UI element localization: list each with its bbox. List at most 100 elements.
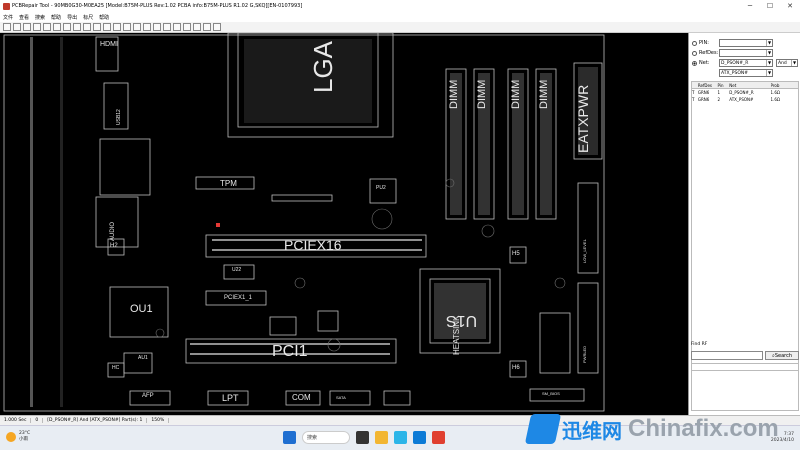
window-title: PCBRepair Tool - 90MB0G30-M0EA25 [Model:… bbox=[12, 3, 303, 9]
pin-combo[interactable]: ▼ bbox=[719, 39, 773, 47]
pin-icon[interactable] bbox=[193, 23, 201, 31]
option-pin[interactable]: PIN: bbox=[692, 39, 709, 47]
store-icon[interactable] bbox=[413, 431, 426, 444]
net2-combo[interactable]: ATX_PSON#▼ bbox=[719, 69, 773, 77]
part-icon[interactable] bbox=[183, 23, 191, 31]
net-combo[interactable]: D_PSON#_R▼ bbox=[719, 59, 773, 67]
forward-icon[interactable] bbox=[43, 23, 51, 31]
u1s-label: U1S bbox=[446, 312, 478, 329]
hand-icon[interactable] bbox=[113, 23, 121, 31]
start-icon[interactable] bbox=[283, 431, 296, 444]
find-label: Find RF bbox=[691, 342, 708, 347]
settings-icon[interactable] bbox=[213, 23, 221, 31]
chevron-down-icon: ▼ bbox=[791, 60, 797, 66]
option-refdes[interactable]: RefDes: bbox=[692, 49, 718, 57]
grid-icon[interactable] bbox=[203, 23, 211, 31]
dimm1-label: DIMM bbox=[448, 79, 460, 109]
flip-icon[interactable] bbox=[63, 23, 71, 31]
h5-label: H5 bbox=[512, 251, 520, 257]
zoom-in-icon[interactable] bbox=[83, 23, 91, 31]
hdmi-port bbox=[95, 36, 119, 72]
layer-top-icon[interactable] bbox=[143, 23, 151, 31]
audio-jack bbox=[95, 196, 139, 248]
cell: T bbox=[692, 97, 695, 102]
menu-help[interactable]: 帮助 bbox=[51, 14, 62, 21]
measure-icon[interactable] bbox=[133, 23, 141, 31]
weather-desc: 小雨 bbox=[19, 437, 28, 442]
menu-file[interactable]: 文件 bbox=[3, 14, 14, 21]
pin-radio[interactable] bbox=[692, 40, 697, 46]
layer-bottom-icon[interactable] bbox=[153, 23, 161, 31]
option-net[interactable]: Net: bbox=[692, 59, 709, 67]
search-button[interactable]: ⌕ Search bbox=[765, 351, 799, 360]
open-icon[interactable] bbox=[3, 23, 11, 31]
board-drawing bbox=[3, 33, 605, 412]
search-button-label: Search bbox=[774, 352, 792, 359]
sata-label: SATA bbox=[336, 395, 346, 400]
status-zero: 0 bbox=[31, 418, 44, 423]
h6-label: H6 bbox=[512, 365, 520, 371]
close-button[interactable]: ✕ bbox=[787, 2, 793, 10]
table-row[interactable]: T GRN6 1 D_PSON#_R 1.6Ω bbox=[692, 89, 798, 96]
menu-view[interactable]: 查看 bbox=[19, 14, 30, 21]
net-icon[interactable] bbox=[173, 23, 181, 31]
folder-icon[interactable] bbox=[375, 431, 388, 444]
find-input[interactable] bbox=[691, 351, 763, 360]
col-net[interactable]: Net bbox=[729, 82, 737, 88]
cell: T bbox=[692, 90, 695, 95]
status-scale: 1.000 Sec bbox=[0, 418, 32, 423]
col-pin[interactable]: Pin bbox=[717, 82, 724, 88]
rotate-icon[interactable] bbox=[73, 23, 81, 31]
refdes-combo[interactable]: ▼ bbox=[719, 49, 773, 57]
cell: 1.6Ω bbox=[770, 90, 780, 95]
select-icon[interactable] bbox=[123, 23, 131, 31]
pcbrepair-icon[interactable] bbox=[432, 431, 445, 444]
taskbar-apps: 搜索 bbox=[280, 431, 448, 444]
refresh-icon[interactable] bbox=[53, 23, 61, 31]
menu-search[interactable]: 搜索 bbox=[35, 14, 46, 21]
dimm-slot-1 bbox=[445, 68, 467, 220]
highlight-icon[interactable] bbox=[163, 23, 171, 31]
app-icon bbox=[3, 2, 10, 10]
find-results[interactable] bbox=[691, 363, 799, 411]
menu-export[interactable]: 导出 bbox=[67, 14, 78, 21]
menu-ruler[interactable]: 标尺 bbox=[83, 14, 94, 21]
hc-label: HC bbox=[112, 365, 120, 371]
board-canvas[interactable]: LGA DIMM DIMM DIMM DIMM EATXPWR HDMI USB… bbox=[0, 33, 688, 415]
and-combo[interactable]: And▼ bbox=[776, 59, 798, 67]
minimize-button[interactable]: ─ bbox=[747, 2, 753, 10]
eatxpwr-label: EATXPWR bbox=[575, 84, 591, 153]
zoom-out-icon[interactable] bbox=[93, 23, 101, 31]
maximize-button[interactable]: ☐ bbox=[766, 2, 774, 10]
zoom-fit-icon[interactable] bbox=[103, 23, 111, 31]
watermark-cn: 迅维网 bbox=[562, 418, 622, 443]
task-view-icon[interactable] bbox=[356, 431, 369, 444]
dimm-slot-4 bbox=[535, 68, 557, 220]
net-radio[interactable] bbox=[692, 60, 697, 66]
col-prob[interactable]: Prob bbox=[770, 82, 780, 88]
clock-time: 7:37 bbox=[783, 432, 794, 437]
dimm4-label: DIMM bbox=[538, 79, 550, 109]
chevron-down-icon: ▼ bbox=[766, 40, 772, 46]
cell: 1.6Ω bbox=[770, 97, 780, 102]
save-icon[interactable] bbox=[13, 23, 21, 31]
status-selection: [D_PSON#_R] And [ATX_PSON#] Part(s): 1 bbox=[43, 418, 148, 423]
table-header: RefDes Pin Net Prob bbox=[692, 82, 798, 89]
menu-about[interactable]: 帮助 bbox=[99, 14, 110, 21]
table-row[interactable]: T GRN6 2 ATX_PSON# 1.6Ω bbox=[692, 96, 798, 103]
pciex16-label: PCIEX16 bbox=[284, 237, 342, 253]
chevron-down-icon: ▼ bbox=[766, 70, 772, 76]
audio-label: AUDIO bbox=[110, 221, 116, 241]
back-icon[interactable] bbox=[33, 23, 41, 31]
edge-icon[interactable] bbox=[394, 431, 407, 444]
usb-label: USB12 bbox=[116, 109, 122, 125]
refdes-radio[interactable] bbox=[692, 50, 697, 56]
cell: 1 bbox=[717, 90, 721, 95]
board-outline bbox=[3, 34, 605, 412]
col-refdes[interactable]: RefDes bbox=[697, 82, 712, 88]
system-tray[interactable]: 7:37 2023/4/10 bbox=[771, 432, 794, 444]
print-icon[interactable] bbox=[23, 23, 31, 31]
weather-widget[interactable]: 23°C 小雨 bbox=[6, 431, 30, 443]
cell: GRN6 bbox=[697, 90, 710, 95]
taskbar-search[interactable]: 搜索 bbox=[302, 431, 350, 444]
